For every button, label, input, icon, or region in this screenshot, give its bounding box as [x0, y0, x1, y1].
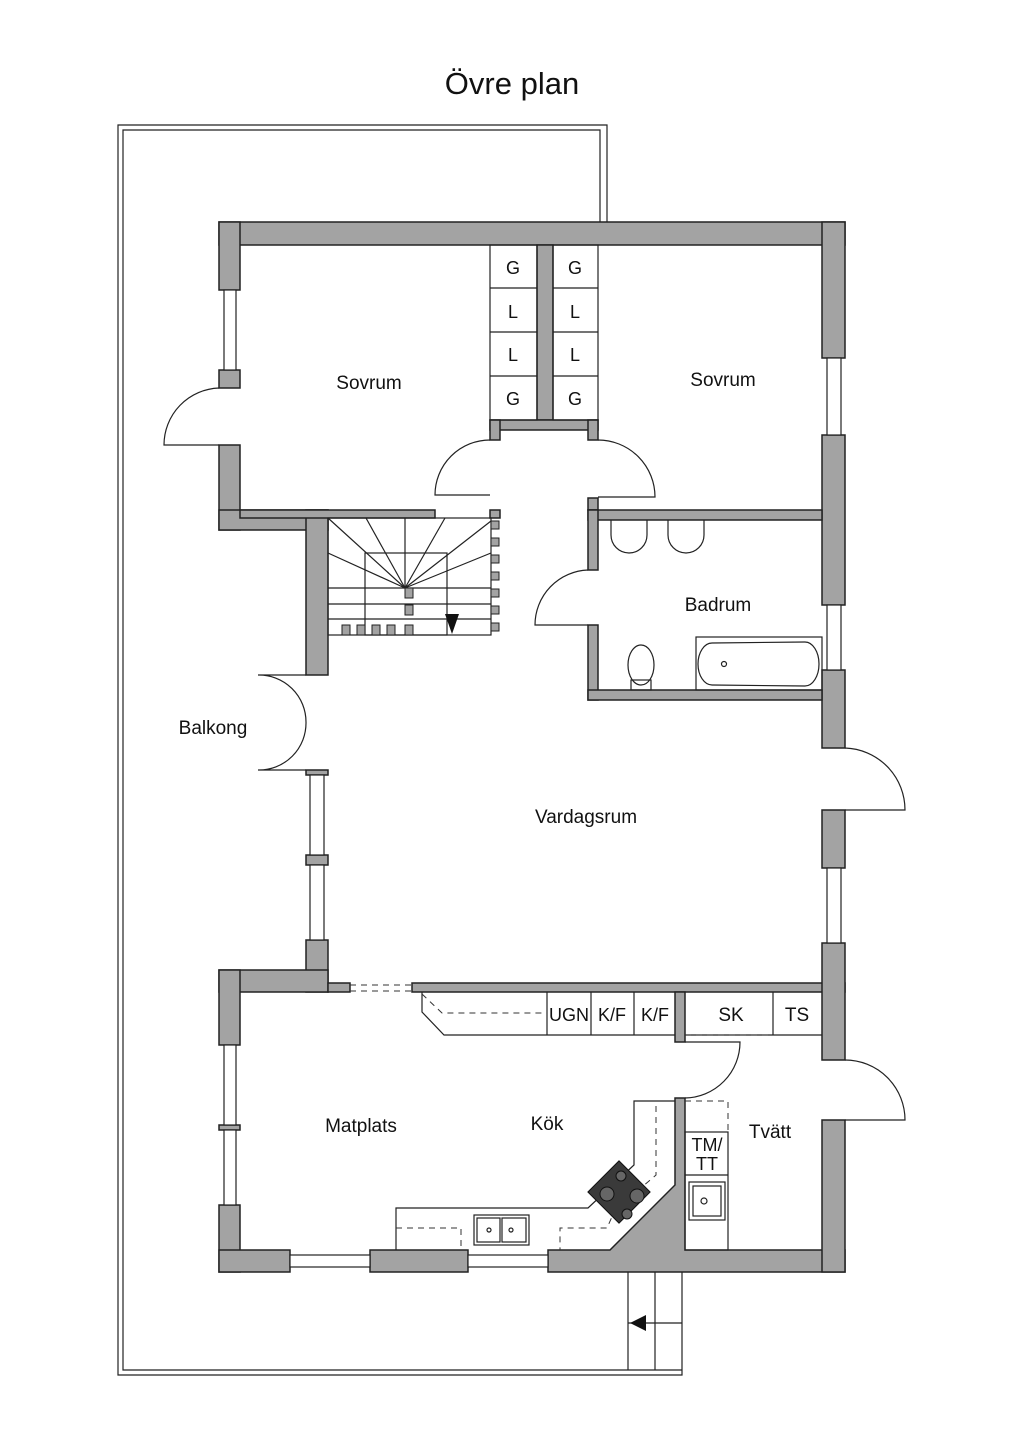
kitchen-sink-icon — [473, 1214, 530, 1246]
bathroom-fixtures — [610, 520, 823, 691]
sink-icon — [667, 520, 705, 554]
bathtub-icon — [697, 641, 820, 687]
arrow-icon — [630, 1315, 646, 1331]
wardrobe-label: G — [506, 389, 520, 409]
exterior-stairs — [627, 1272, 682, 1370]
washer-label: TT — [696, 1154, 718, 1174]
kitchen-fixtures: UGN K/F K/F SK TS — [395, 992, 822, 1250]
room-label-kitchen: Kök — [531, 1114, 564, 1135]
room-label-living: Vardagsrum — [535, 807, 637, 828]
toilet-icon — [627, 644, 655, 686]
room-label-bedroom: Sovrum — [690, 370, 755, 391]
wardrobes-right: G L L G — [552, 244, 599, 421]
wardrobe-label: G — [506, 258, 520, 278]
washer-label: TM/ — [692, 1135, 723, 1155]
laundry-sink-icon — [688, 1181, 726, 1221]
wardrobe-label: L — [508, 345, 518, 365]
oven-label: UGN — [549, 1005, 589, 1025]
dryer-cabinet-label: TS — [785, 1005, 809, 1026]
wardrobe-label: G — [568, 389, 582, 409]
balcony-outline — [117, 124, 683, 1376]
laundry-fixtures: TM/ TT — [684, 1100, 729, 1251]
wardrobe-label: L — [508, 302, 518, 322]
windows — [223, 289, 842, 1268]
room-label-laundry: Tvätt — [749, 1122, 792, 1143]
sink-icon — [610, 520, 648, 554]
wardrobes-left: G L L G — [489, 244, 538, 421]
room-label-balcony: Balkong — [179, 718, 248, 739]
doors — [163, 387, 906, 1121]
fridge-label: K/F — [641, 1005, 669, 1025]
plan-title: Övre plan — [444, 66, 580, 101]
staircase — [327, 517, 500, 636]
wardrobe-label: L — [570, 302, 580, 322]
stove-icon — [587, 1160, 651, 1224]
stair-direction-arrow-icon — [445, 614, 459, 634]
cabinet-label: SK — [718, 1005, 744, 1026]
wardrobe-label: G — [568, 258, 582, 278]
room-label-dining: Matplats — [325, 1116, 397, 1137]
fridge-label: K/F — [598, 1005, 626, 1025]
walls — [218, 221, 846, 1273]
room-label-bathroom: Badrum — [685, 595, 752, 616]
room-labels: Sovrum Sovrum Badrum Balkong Vardagsrum … — [179, 370, 792, 1143]
room-label-bedroom: Sovrum — [336, 373, 401, 394]
wardrobe-label: L — [570, 345, 580, 365]
